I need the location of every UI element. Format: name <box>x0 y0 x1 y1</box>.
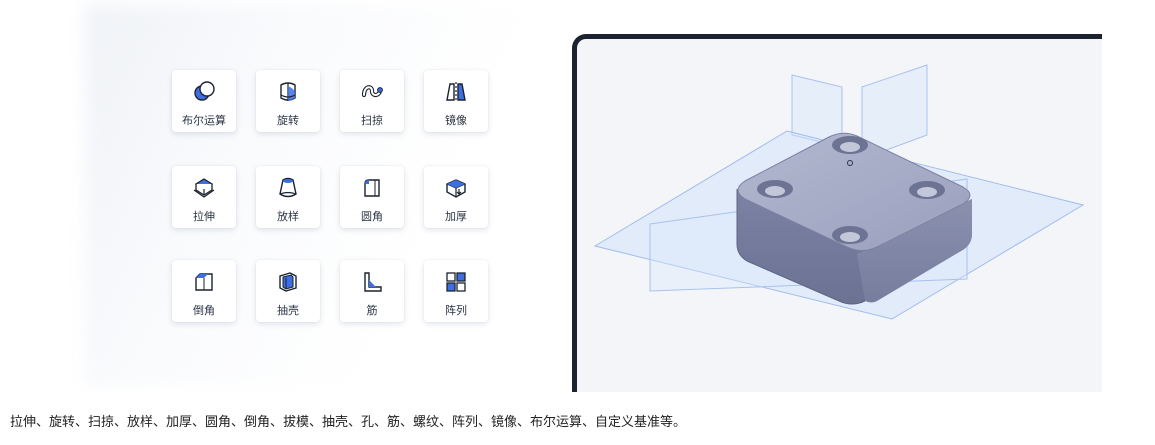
feature-tile-shell[interactable]: 抽壳 <box>256 260 320 322</box>
feature-tile-fillet[interactable]: 圆角 <box>340 166 404 228</box>
thicken-icon <box>446 179 466 198</box>
feature-label: 镜像 <box>445 114 467 127</box>
feature-label: 加厚 <box>445 210 467 223</box>
feature-tile-sweep[interactable]: 扫掠 <box>340 70 404 132</box>
hole-right <box>909 181 945 199</box>
feature-label: 圆角 <box>361 210 383 223</box>
feature-tile-chamfer[interactable]: 倒角 <box>172 260 236 322</box>
datum-plane-back-right <box>861 64 928 160</box>
mirror-icon <box>446 82 466 102</box>
origin-marker <box>847 160 853 166</box>
feature-label: 旋转 <box>277 114 299 127</box>
feature-label: 倒角 <box>193 304 215 317</box>
part-top-face <box>737 132 971 251</box>
feature-tile-rib[interactable]: 筋 <box>340 260 404 322</box>
feature-tile-extrude[interactable]: 拉伸 <box>172 166 236 228</box>
feature-tile-mirror[interactable]: 镜像 <box>424 70 488 132</box>
feature-tile-loft[interactable]: 放样 <box>256 166 320 228</box>
part-right-face <box>857 199 972 303</box>
loft-icon <box>279 177 297 198</box>
fillet-icon <box>364 179 380 197</box>
chamfer-icon <box>195 273 213 291</box>
hole-bottom <box>832 226 868 244</box>
extrude-icon <box>193 178 215 198</box>
revolve-icon <box>280 82 296 101</box>
hole-left <box>757 180 793 198</box>
hole-top <box>832 136 868 154</box>
feature-caption: 拉伸、旋转、扫掠、放样、加厚、圆角、倒角、拔模、抽壳、孔、筋、螺纹、阵列、镜像、… <box>10 415 687 430</box>
boolean-operation-icon <box>194 81 215 101</box>
feature-label: 放样 <box>277 210 299 223</box>
shell-icon <box>279 272 297 292</box>
feature-tile-revolve[interactable]: 旋转 <box>256 70 320 132</box>
feature-label: 筋 <box>366 304 378 317</box>
pattern-icon <box>446 272 466 292</box>
feature-tile-boolean[interactable]: 布尔运算 <box>172 70 236 132</box>
cad-viewport[interactable] <box>572 34 1102 392</box>
sweep-icon <box>361 85 383 98</box>
rib-icon <box>364 272 382 292</box>
feature-label: 扫掠 <box>361 114 383 127</box>
feature-label: 抽壳 <box>277 304 299 317</box>
feature-label: 拉伸 <box>193 210 215 223</box>
feature-label: 阵列 <box>445 304 467 317</box>
feature-tile-pattern[interactable]: 阵列 <box>424 260 488 322</box>
feature-label: 布尔运算 <box>182 114 226 127</box>
feature-tile-thicken[interactable]: 加厚 <box>424 166 488 228</box>
hero-section: 布尔运算 旋转 扫掠 镜像 <box>85 5 1102 392</box>
cad-model-render <box>593 64 1085 320</box>
feature-grid: 布尔运算 旋转 扫掠 镜像 <box>172 70 488 326</box>
